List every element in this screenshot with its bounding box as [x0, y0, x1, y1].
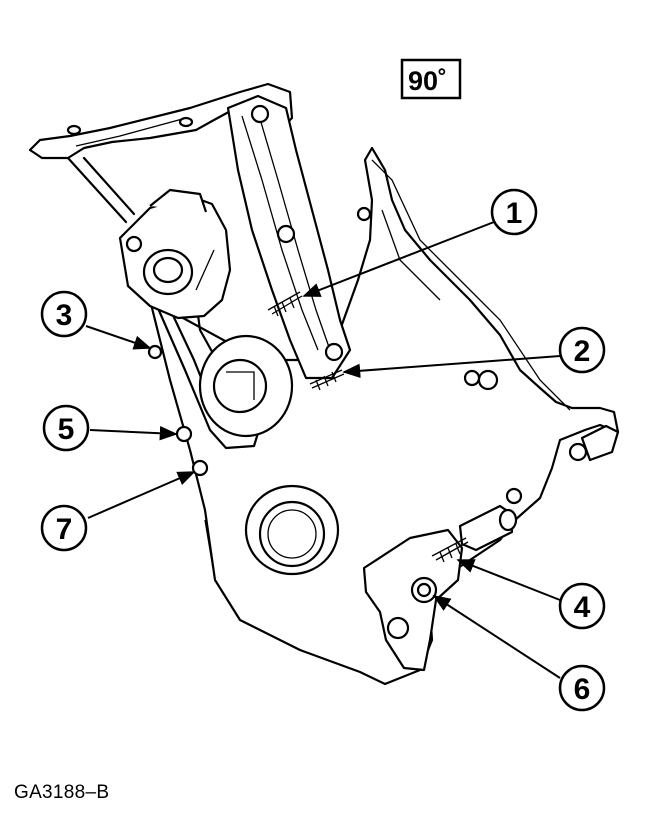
callout-1-leader — [302, 221, 495, 297]
callout-2-leader — [342, 355, 561, 378]
callout-5-number: 5 — [58, 413, 75, 446]
callout-6-number: 6 — [574, 673, 591, 706]
angle-label-box: 90˚ — [400, 58, 462, 100]
callout-6: 6 — [558, 664, 606, 712]
callout-7-leader — [87, 471, 196, 519]
bolt-7 — [191, 459, 209, 477]
callout-7-number: 7 — [56, 513, 73, 546]
lower-pulley — [198, 334, 294, 438]
callout-4: 4 — [558, 582, 606, 630]
stud-bolt-middle — [309, 369, 345, 391]
callout-4-number: 4 — [574, 591, 591, 624]
stud-bolt-upper — [267, 291, 303, 317]
figure-code: GA3188–B — [14, 782, 110, 803]
bolt-3 — [147, 344, 163, 360]
bolt-5 — [175, 425, 193, 443]
callout-1: 1 — [490, 188, 538, 236]
callout-4-leader — [456, 559, 561, 601]
callout-2-number: 2 — [574, 335, 591, 368]
angle-label: 90˚ — [408, 66, 447, 96]
callout-2: 2 — [558, 326, 606, 374]
callout-6-leader — [432, 595, 561, 679]
upper-pulley — [118, 188, 232, 320]
lower-mount-bracket — [362, 504, 518, 672]
callout-3-leader — [85, 325, 152, 350]
crankshaft-seal — [244, 484, 340, 576]
callout-5: 5 — [42, 404, 90, 452]
stud-bolt-lower — [431, 537, 469, 563]
callout-3: 3 — [40, 290, 88, 338]
tensioner-arm — [226, 94, 352, 380]
callout-5-leader — [89, 426, 178, 441]
callout-3-number: 3 — [56, 299, 73, 332]
callout-1-number: 1 — [506, 197, 523, 230]
callout-7: 7 — [40, 504, 88, 552]
